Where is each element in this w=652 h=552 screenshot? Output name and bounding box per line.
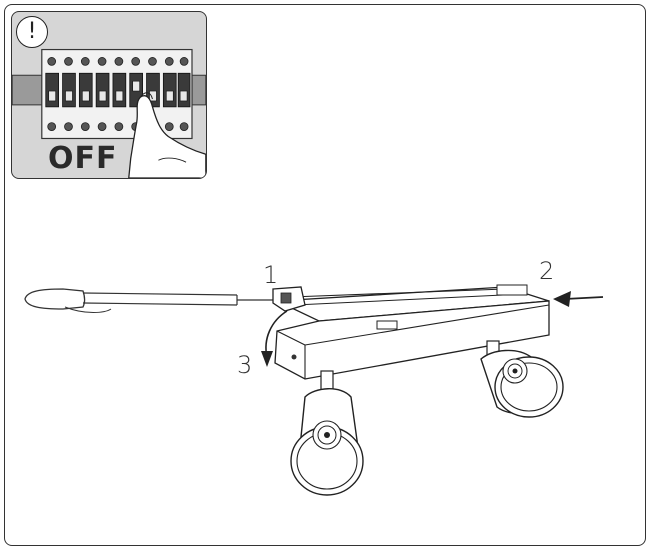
track-adapter	[272, 284, 550, 380]
circuit-breaker-inset: ! OFF	[11, 11, 207, 179]
warning-symbol: !	[27, 19, 37, 44]
circuit-breaker-icon	[12, 48, 206, 178]
instruction-panel: ! OFF	[4, 4, 646, 546]
step-label-1: 1	[263, 261, 279, 289]
track-light-illustration	[24, 284, 604, 496]
exclamation-circle-icon: !	[16, 16, 48, 48]
step-label-3: 3	[237, 351, 253, 379]
screwdriver-icon	[24, 288, 283, 313]
step-label-2: 2	[539, 257, 555, 285]
off-label: OFF	[48, 141, 118, 176]
spotlight-left	[290, 370, 364, 496]
rotate-arrow-icon	[261, 310, 288, 367]
push-arrow-icon	[553, 291, 604, 307]
spotlight-right	[480, 340, 564, 418]
